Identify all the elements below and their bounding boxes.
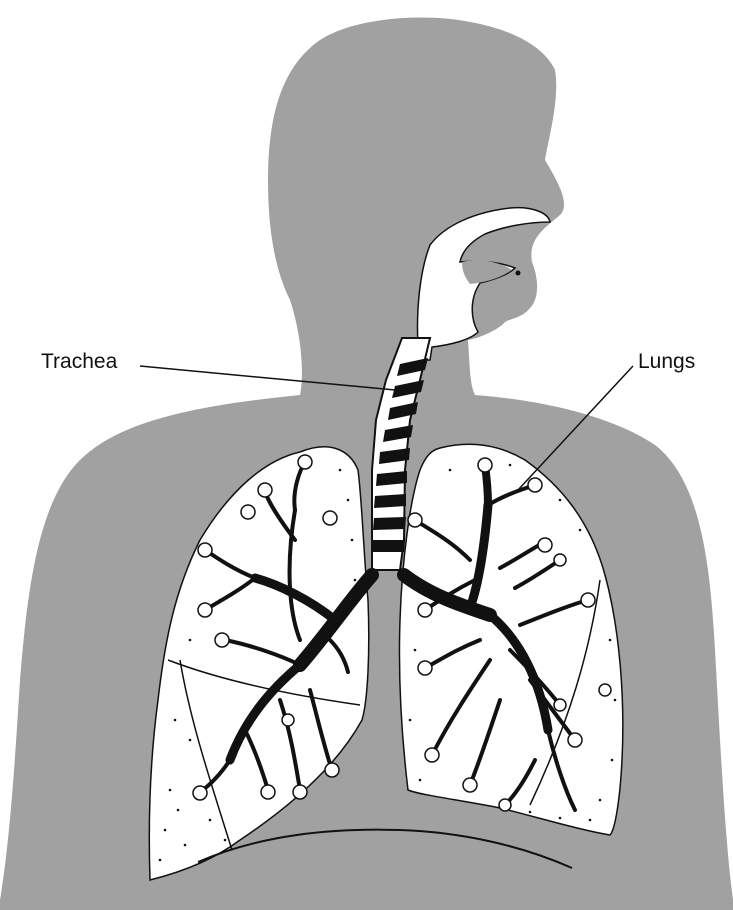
trachea-label: Trachea — [41, 350, 118, 373]
body-silhouette — [0, 18, 733, 910]
mouth-dot — [516, 271, 521, 276]
lungs-label: Lungs — [638, 350, 695, 373]
